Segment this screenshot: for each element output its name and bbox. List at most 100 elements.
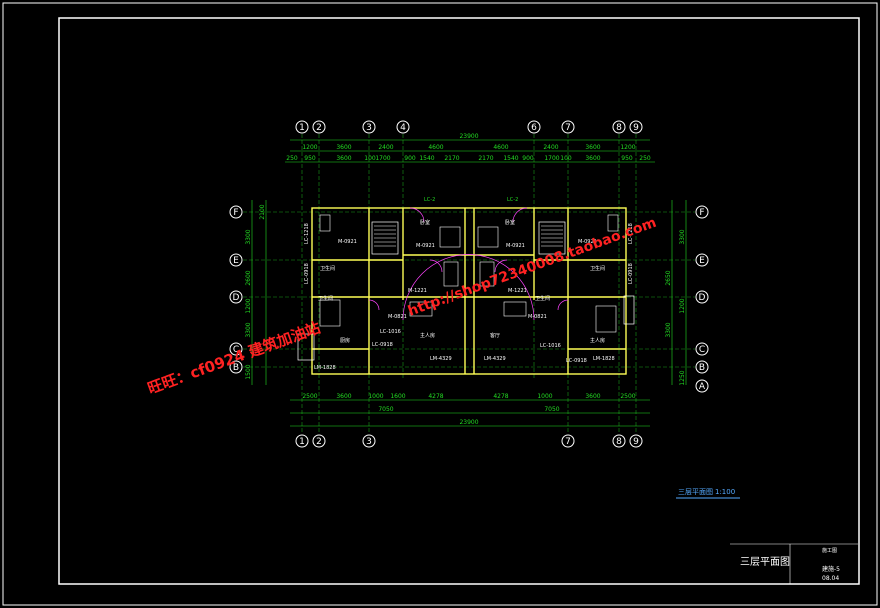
dim-text: 2400	[378, 144, 393, 151]
dim-text: 1000	[537, 393, 552, 400]
plan-title: 三层平面图 1:100	[676, 488, 740, 499]
room-label: LC-2	[424, 197, 435, 203]
plan-title-text: 三层平面图	[678, 488, 713, 496]
room-label: LC-0918	[566, 358, 587, 364]
axis-label: 8	[616, 123, 622, 133]
axis-label: 6	[531, 123, 537, 133]
dim-text: 3300	[245, 229, 252, 244]
dimensions-bottom: 2500 3600 1000 1600 4278 4278 1000 3600 …	[290, 393, 650, 427]
doors	[368, 207, 569, 321]
axis-bottom: 1 2 3 7 8 9	[295, 434, 643, 448]
axis-label: 1	[299, 437, 305, 447]
titleblock-date: 08.04	[822, 575, 839, 582]
room-label: 卫生间	[318, 295, 333, 302]
axis-label: A	[699, 382, 706, 392]
room-label: 主人房	[420, 332, 435, 339]
dim-text: 2600	[245, 270, 252, 285]
dim-text: 3600	[585, 393, 600, 400]
room-label: LC-1218	[304, 223, 310, 244]
dim-text: 7050	[378, 406, 393, 413]
dimensions-top: 23900 1200 3600 2400 4600 4600 2400 3600…	[285, 133, 655, 163]
dim-text: 3600	[336, 144, 351, 151]
dim-text: 3600	[336, 393, 351, 400]
room-label: LM-1828	[314, 365, 336, 371]
axis-label: F	[699, 208, 704, 218]
axis-label: 1	[299, 123, 305, 133]
dim-text: 2100	[259, 204, 266, 219]
dim-text: 250	[639, 155, 651, 162]
room-label: LM-4329	[484, 356, 506, 362]
dim-text: 2500	[302, 393, 317, 400]
axis-label: 3	[366, 123, 372, 133]
dim-text: 7050	[544, 406, 559, 413]
dim-text: 4278	[428, 393, 443, 400]
dim-text: 1200	[245, 298, 252, 313]
dimensions-left: 2100 3300 2600 1200 3300 1500	[245, 200, 267, 385]
axis-label: C	[699, 345, 705, 355]
axis-label: 2	[316, 437, 322, 447]
room-label: LM-4329	[430, 356, 452, 362]
room-labels: LC-2 LC-2 卧室 卧室 M-0921 M-0921 M-0921 M-0…	[304, 197, 634, 371]
titleblock-name: 三层平面图	[740, 556, 790, 568]
title-block: 三层平面图 施工图 建施-5 08.04	[730, 543, 858, 584]
dim-text: 3300	[679, 229, 686, 244]
dim-text: 2170	[444, 155, 459, 162]
dim-text: 3600	[585, 144, 600, 151]
dim-text: 1700	[544, 155, 559, 162]
room-label: LC-0918	[372, 342, 393, 348]
dim-total: 23900	[459, 133, 478, 140]
dim-text: 950	[621, 155, 633, 162]
axis-label: C	[233, 345, 239, 355]
dim-text: 1540	[503, 155, 518, 162]
room-label: 卧室	[420, 219, 430, 226]
axis-label: 7	[565, 437, 571, 447]
dim-text: 1200	[620, 144, 635, 151]
dim-text: 4600	[428, 144, 443, 151]
building-walls	[297, 207, 635, 375]
axis-label: B	[699, 363, 705, 373]
dim-text: 1540	[419, 155, 434, 162]
watermark: http://shop72340008.taobao.com 旺旺：cf0924…	[145, 215, 658, 398]
axis-label: 4	[400, 123, 406, 133]
dim-text: 2170	[478, 155, 493, 162]
room-label: M-1221	[508, 288, 527, 294]
room-label: 卫生间	[535, 295, 550, 302]
axis-label: E	[699, 256, 705, 266]
dim-text: 4278	[493, 393, 508, 400]
dim-text: 1500	[245, 364, 252, 379]
room-label: LC-1218	[628, 223, 634, 244]
fixtures	[319, 214, 619, 333]
dim-text: 1600	[390, 393, 405, 400]
dim-text: 3600	[585, 155, 600, 162]
dim-text: 1000	[368, 393, 383, 400]
room-label: 主人房	[590, 337, 605, 344]
axis-label: B	[233, 363, 239, 373]
room-label: LC-0918	[304, 263, 310, 284]
axis-label: 7	[565, 123, 571, 133]
axis-label: 9	[633, 123, 639, 133]
titleblock-sheet: 建施-5	[822, 565, 840, 573]
stair-hatch	[374, 225, 563, 247]
dim-text: 3300	[665, 322, 672, 337]
plan-scale-text: 1:100	[715, 488, 735, 496]
room-label: M-0921	[338, 239, 357, 245]
dim-text: 950	[304, 155, 316, 162]
dim-text: 900	[522, 155, 534, 162]
axis-label: 9	[633, 437, 639, 447]
room-label: M-0921	[416, 243, 435, 249]
dim-text: 250	[286, 155, 298, 162]
dim-text: 3600	[336, 155, 351, 162]
dim-text: 100	[560, 155, 572, 162]
room-label: 厨房	[340, 337, 350, 344]
axis-label: 2	[316, 123, 322, 133]
room-label: M-0921	[506, 243, 525, 249]
dim-text: 2400	[543, 144, 558, 151]
dim-text: 100	[364, 155, 376, 162]
dim-text: 1200	[302, 144, 317, 151]
dim-text: 1700	[375, 155, 390, 162]
dimensions-right: 3300 2650 1200 3300 1250	[665, 200, 687, 386]
dim-total: 23900	[459, 419, 478, 426]
room-label: M-0821	[528, 314, 547, 320]
axis-label: 3	[366, 437, 372, 447]
